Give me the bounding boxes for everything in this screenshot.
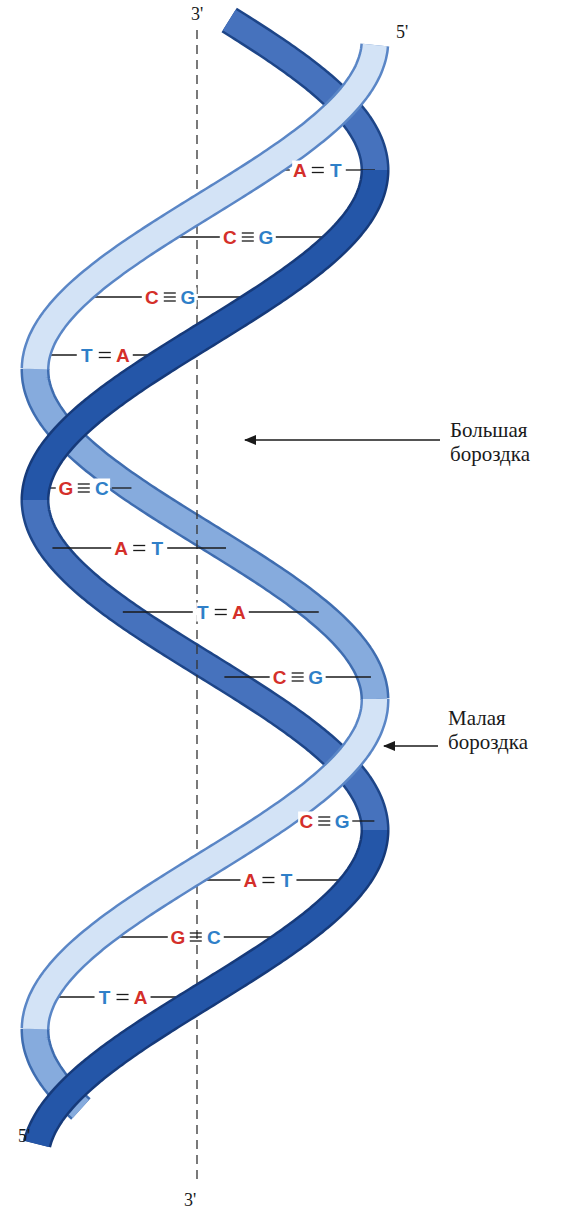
- strand-end-label: 5': [18, 1127, 30, 1145]
- bond-line: [318, 816, 330, 817]
- bond-line: [99, 357, 111, 358]
- bond-line: [318, 824, 330, 825]
- bond-line: [78, 487, 90, 488]
- bond-line: [242, 232, 254, 233]
- bond-line: [99, 352, 111, 353]
- groove-label: Малая бороздка: [448, 706, 563, 754]
- bond-line: [164, 300, 176, 301]
- base-letter: C: [94, 479, 110, 498]
- bond-line: [117, 994, 129, 995]
- base-letter: A: [243, 871, 259, 890]
- base-letter: T: [80, 346, 94, 365]
- base-letter: T: [280, 871, 294, 890]
- bond-line: [242, 236, 254, 237]
- bond-line: [292, 676, 304, 677]
- base-letter: T: [196, 603, 210, 622]
- bond-line: [164, 292, 176, 293]
- base-letter: A: [292, 161, 308, 180]
- strand-ribbon: [37, 830, 375, 1144]
- bond-line: [133, 545, 145, 546]
- bond-line: [190, 932, 202, 933]
- bond-line: [117, 999, 129, 1000]
- strand-end-label: 5': [396, 23, 408, 41]
- bond-line: [190, 936, 202, 937]
- bond-line: [242, 240, 254, 241]
- base-letter: G: [57, 479, 74, 498]
- bond-line: [215, 609, 227, 610]
- bond-line: [112, 487, 132, 488]
- bond-line: [292, 680, 304, 681]
- strand-end-label: 3': [191, 5, 203, 23]
- bond-line: [164, 296, 176, 297]
- base-letter: C: [206, 928, 222, 947]
- strand-back: [35, 20, 375, 1109]
- bond-line: [52, 547, 111, 548]
- bond-line: [133, 550, 145, 551]
- bond-line: [215, 614, 227, 615]
- bond-line: [352, 820, 374, 821]
- bond-line: [318, 820, 330, 821]
- base-letter: C: [272, 668, 288, 687]
- base-letter: G: [257, 228, 274, 247]
- strand-ribbon: [35, 170, 375, 500]
- bond-line: [190, 940, 202, 941]
- base-letter: A: [231, 603, 247, 622]
- bond-line: [262, 877, 274, 878]
- base-letter: T: [150, 539, 164, 558]
- base-letter: A: [133, 988, 149, 1007]
- bond-line: [78, 483, 90, 484]
- bond-line: [224, 676, 269, 677]
- bond-line: [249, 611, 319, 612]
- base-letter: T: [329, 161, 343, 180]
- base-letter: A: [115, 346, 131, 365]
- bond-line: [167, 547, 226, 548]
- base-letter: G: [179, 288, 196, 307]
- base-letter: T: [98, 988, 112, 1007]
- strand-end-label: 3': [184, 1191, 196, 1209]
- base-letter: A: [113, 539, 129, 558]
- base-letter: G: [307, 668, 324, 687]
- bond-line: [78, 491, 90, 492]
- groove-arrow: [384, 745, 438, 746]
- strand-ribbon: [35, 170, 375, 500]
- bond-line: [292, 672, 304, 673]
- bond-line: [123, 611, 193, 612]
- bond-line: [312, 172, 324, 173]
- bond-line: [326, 676, 371, 677]
- strand-front: [35, 45, 375, 1144]
- groove-arrow: [245, 439, 440, 440]
- strand-ribbon: [37, 830, 375, 1144]
- base-letter: C: [222, 228, 238, 247]
- base-letter: G: [334, 812, 351, 831]
- bond-line: [262, 882, 274, 883]
- base-letter: C: [144, 288, 160, 307]
- bond-line: [312, 167, 324, 168]
- base-letter: G: [169, 928, 186, 947]
- groove-label: Большая бороздка: [450, 418, 565, 466]
- base-letter: C: [298, 812, 314, 831]
